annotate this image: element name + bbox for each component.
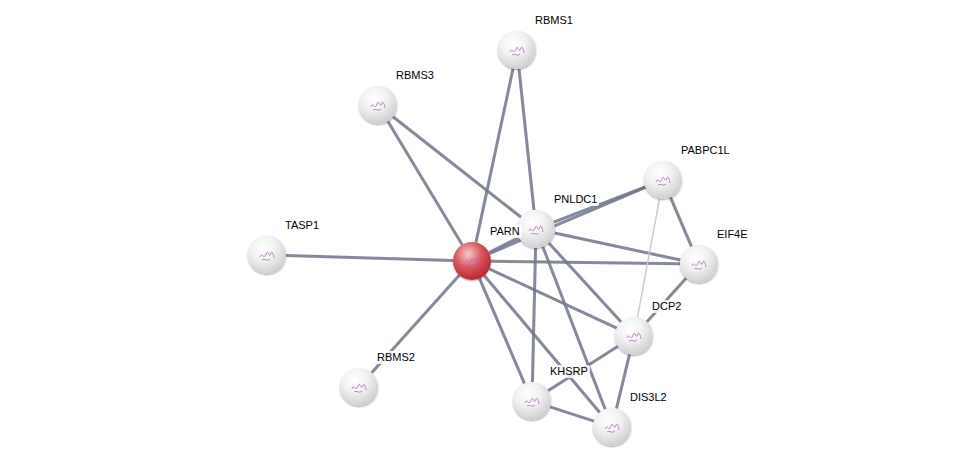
protein-structure-icon <box>689 254 709 274</box>
interaction-edge <box>670 197 691 246</box>
protein-structure-icon <box>522 391 542 411</box>
protein-label: RBMS2 <box>375 351 417 364</box>
protein-structure-icon <box>526 219 546 239</box>
interaction-edge <box>489 237 519 252</box>
protein-label: RBMS3 <box>394 69 436 82</box>
interaction-edge <box>393 117 521 218</box>
interaction-edge <box>555 233 681 260</box>
protein-structure-icon <box>624 326 644 346</box>
interaction-edge <box>549 243 621 322</box>
protein-structure-icon <box>368 95 388 115</box>
interaction-edge <box>532 248 535 382</box>
protein-structure-icon <box>462 251 482 271</box>
protein-node <box>593 408 631 446</box>
protein-structure-icon <box>349 377 369 397</box>
protein-node <box>248 236 286 274</box>
protein-label: DIS3L2 <box>628 391 669 404</box>
protein-label: KHSRP <box>548 365 590 378</box>
protein-node <box>517 210 555 248</box>
protein-structure-icon <box>257 245 277 265</box>
protein-label: TASP1 <box>283 219 321 232</box>
protein-node <box>359 86 397 124</box>
protein-label: DCP2 <box>650 300 683 313</box>
interaction-edge <box>479 278 524 383</box>
protein-node <box>644 161 682 199</box>
protein-label: EIF4E <box>715 228 750 241</box>
interaction-edge <box>476 69 513 243</box>
protein-node <box>340 368 378 406</box>
interaction-edge <box>548 346 618 391</box>
protein-label: PABPC1L <box>679 144 732 157</box>
protein-node <box>680 245 718 283</box>
interaction-edge <box>550 407 594 421</box>
protein-node <box>498 31 536 69</box>
protein-label: PNLDC1 <box>552 193 599 206</box>
interaction-edge <box>647 278 687 322</box>
protein-node <box>453 242 491 280</box>
interaction-edge <box>388 121 462 244</box>
interaction-edge <box>286 256 453 261</box>
interaction-edge <box>372 275 460 373</box>
protein-structure-icon <box>653 170 673 190</box>
protein-node <box>513 382 551 420</box>
interaction-edge <box>519 69 534 210</box>
protein-label: PARN <box>488 225 522 238</box>
interaction-edge <box>543 247 605 410</box>
protein-structure-icon <box>602 417 622 437</box>
interaction-edge <box>491 261 680 263</box>
protein-label: RBMS1 <box>533 14 575 27</box>
protein-node <box>615 317 653 355</box>
protein-structure-icon <box>507 40 527 60</box>
interaction-edge <box>489 187 645 253</box>
